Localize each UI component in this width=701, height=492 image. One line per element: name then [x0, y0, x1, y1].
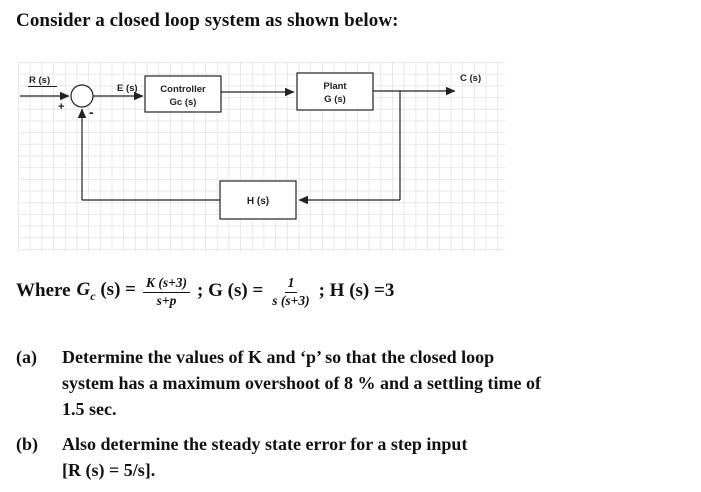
page-title: Consider a closed loop system as shown b…: [16, 10, 399, 31]
gc-denominator: s+p: [156, 292, 177, 308]
question-b-text: Also determine the steady state error fo…: [62, 434, 468, 480]
plus-sign: +: [58, 101, 64, 113]
error-label: E (s): [117, 83, 138, 94]
input-label: R (s): [29, 75, 50, 86]
equation-h-part: ; H (s) =3: [318, 280, 395, 302]
block-diagram-svg: + - Controller Gc (s) Plant G (s) H (s) …: [20, 72, 481, 220]
gc-fraction: K (s+3) s+p: [142, 275, 191, 310]
summing-junction: [70, 84, 94, 108]
gc-numerator: K (s+3): [142, 275, 191, 293]
equation-gc-lhs: Gc (s) =: [76, 278, 136, 303]
question-b-label: (b): [16, 434, 38, 454]
plant-label: Plant: [323, 81, 347, 92]
controller-label: Controller: [160, 84, 206, 95]
plant-tf-label: G (s): [324, 94, 346, 105]
block-diagram: + - Controller Gc (s) Plant G (s) H (s) …: [18, 62, 505, 252]
equation-where: Where: [16, 280, 71, 302]
feedback-label: H (s): [247, 196, 269, 207]
question-a-label: (a): [16, 347, 37, 367]
question-a: (a) Determine the values of K and ‘p’ so…: [16, 344, 671, 422]
minus-sign: -: [89, 104, 94, 120]
output-label: C (s): [460, 73, 481, 84]
plant-block: [296, 72, 374, 111]
g-fraction: 1 s (s+3): [270, 275, 311, 310]
g-numerator: 1: [284, 275, 298, 293]
equation-g-lhs: ; G (s) =: [197, 280, 264, 302]
g-denominator: s (s+3): [272, 292, 310, 308]
feedback-block: [219, 180, 297, 220]
controller-block: [144, 75, 222, 113]
question-b: (b) Also determine the steady state erro…: [16, 431, 671, 483]
questions-list: (a) Determine the values of K and ‘p’ so…: [16, 344, 671, 492]
controller-tf-label: Gc (s): [170, 97, 197, 108]
question-a-text: Determine the values of K and ‘p’ so tha…: [62, 347, 541, 419]
transfer-function-equation: Where Gc (s) = K (s+3) s+p ; G (s) = 1 s…: [16, 274, 394, 309]
